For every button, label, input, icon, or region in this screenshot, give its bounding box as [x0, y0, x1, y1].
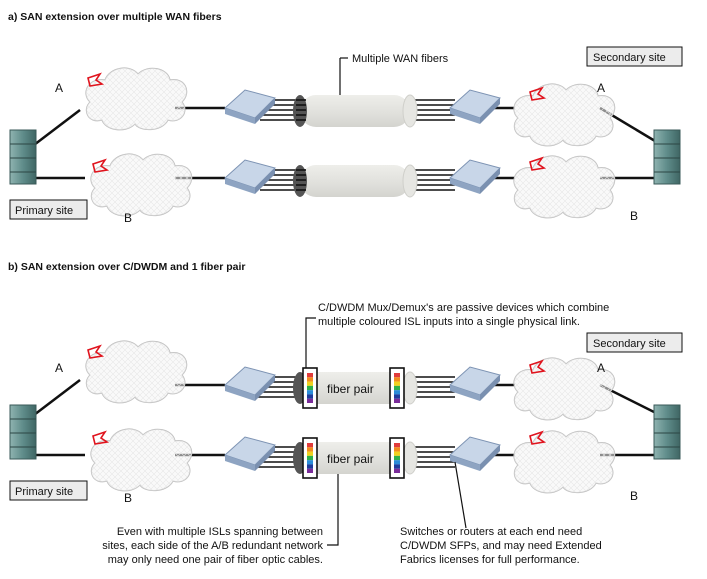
dwdm-color-stripe [307, 447, 313, 452]
label-a-left: A [55, 81, 63, 95]
left-note-line2: sites, each side of the A/B redundant ne… [102, 540, 323, 552]
switch-icon [224, 89, 501, 194]
cloud-b-right-bottom [513, 430, 616, 494]
mux-note-leader [305, 317, 316, 368]
primary-site-box-b [9, 480, 88, 501]
dwdm-color-stripe [307, 381, 313, 386]
dwdm-color-stripe [307, 455, 313, 461]
dwdm-color-stripe [394, 464, 400, 469]
cloud-b-right-top [513, 155, 616, 219]
dwdm-color-stripe [307, 398, 313, 403]
dwdm-color-stripe [307, 460, 313, 465]
cloud-a-left-top [85, 67, 188, 131]
left-note-leader [327, 474, 339, 546]
dwdm-color-stripe [394, 443, 400, 448]
brocade-logo-icon [87, 72, 547, 173]
server-stack-icon [9, 129, 681, 185]
primary-site-label-b: Primary site [15, 486, 73, 498]
fiber-pair-label-bottom: fiber pair [327, 452, 374, 466]
dwdm-color-stripe [394, 460, 400, 465]
right-note-line1: Switches or routers at each end need [400, 526, 582, 538]
dwdm-color-stripe [307, 464, 313, 469]
primary-site-box [9, 199, 88, 220]
server-stack-icon [9, 404, 681, 460]
secondary-site-label: Secondary site [593, 52, 666, 64]
left-note-line1: Even with multiple ISLs spanning between [117, 526, 323, 538]
right-note-line3: Fabrics licenses for full performance. [400, 554, 580, 566]
section-a-title: a) SAN extension over multiple WAN fiber… [8, 11, 222, 23]
fiber-strands-overlay-a [296, 99, 306, 191]
dwdm-color-stripe [394, 381, 400, 386]
dwdm-color-stripe [394, 447, 400, 452]
right-note-line2: C/DWDM SFPs, and may need Extended [400, 540, 602, 552]
switch-icon [224, 366, 501, 471]
label-b-right: B [630, 209, 638, 223]
multiple-wan-fibers-label: Multiple WAN fibers [352, 53, 449, 65]
label-b-right-b: B [630, 489, 638, 503]
dwdm-color-stripe [307, 468, 313, 473]
dwdm-color-stripe [394, 385, 400, 391]
secondary-site-label-b: Secondary site [593, 338, 666, 350]
label-a-right-b: A [597, 361, 605, 375]
dwdm-color-stripe [394, 390, 400, 395]
left-note-line3: may only need one pair of fiber optic ca… [108, 554, 323, 566]
secondary-site-box [586, 46, 683, 67]
fiber-pair-label-top: fiber pair [327, 382, 374, 396]
dwdm-color-stripe [394, 394, 400, 399]
label-a-right: A [597, 81, 605, 95]
dwdm-color-stripe [394, 455, 400, 461]
dwdm-mux-icon [302, 367, 405, 479]
label-b-left: B [124, 211, 132, 225]
dwdm-color-stripe [307, 394, 313, 399]
dwdm-color-stripe [307, 385, 313, 391]
label-a-left-b: A [55, 361, 63, 375]
cloud-a-left-bottom [85, 340, 188, 404]
cloud-b-left-bottom [90, 428, 193, 492]
brocade-logo-icon [87, 344, 547, 445]
mux-note-line2: multiple coloured ISL inputs into a sing… [318, 316, 580, 328]
label-b-left-b: B [124, 491, 132, 505]
cloud-b-left-top [90, 153, 193, 217]
fiber-tube-top [293, 94, 418, 128]
dwdm-color-stripe [307, 373, 313, 378]
section-b-title: b) SAN extension over C/DWDM and 1 fiber… [8, 261, 245, 273]
fiber-tube-bottom [293, 164, 418, 198]
primary-site-label: Primary site [15, 205, 73, 217]
dwdm-color-stripe [394, 468, 400, 473]
secondary-site-box-b [586, 332, 683, 353]
dwdm-color-stripe [394, 373, 400, 378]
dwdm-color-stripe [394, 377, 400, 382]
dwdm-color-stripe [307, 377, 313, 382]
mux-note-line1: C/DWDM Mux/Demux's are passive devices w… [318, 302, 609, 314]
dwdm-color-stripe [307, 451, 313, 456]
dwdm-color-stripe [307, 390, 313, 395]
dwdm-color-stripe [394, 451, 400, 456]
dwdm-color-stripe [307, 443, 313, 448]
dwdm-color-stripe [394, 398, 400, 403]
right-note-leader [454, 461, 467, 529]
